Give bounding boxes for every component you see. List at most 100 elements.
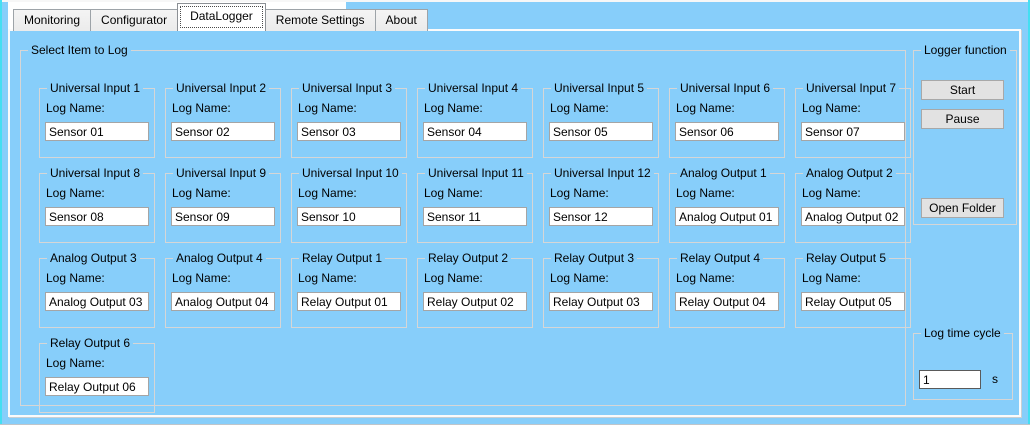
tab-label: About <box>385 13 417 27</box>
log-name-input-analog-output-3[interactable] <box>45 292 149 311</box>
log-name-label: Log Name: <box>424 186 483 200</box>
log-item-title: Universal Input 11 <box>425 166 527 180</box>
log-item-universal-input-11: Universal Input 11 Log Name: <box>417 166 533 243</box>
pause-button[interactable]: Pause <box>921 109 1004 129</box>
log-item-title: Relay Output 4 <box>677 251 764 265</box>
log-name-label: Log Name: <box>550 101 609 115</box>
log-name-label: Log Name: <box>676 101 735 115</box>
log-name-label: Log Name: <box>46 271 105 285</box>
log-item-title: Universal Input 5 <box>551 81 648 95</box>
log-name-label: Log Name: <box>550 186 609 200</box>
log-item-relay-output-3: Relay Output 3 Log Name: <box>543 251 659 328</box>
logger-function-group: Logger function Start Pause Open Folder <box>913 43 1017 225</box>
log-name-input-relay-output-3[interactable] <box>549 292 653 311</box>
log-name-label: Log Name: <box>298 186 357 200</box>
log-name-input-relay-output-5[interactable] <box>801 292 905 311</box>
log-time-cycle-unit: s <box>992 372 998 386</box>
log-name-input-universal-input-7[interactable] <box>801 122 905 141</box>
log-item-title: Universal Input 2 <box>173 81 270 95</box>
tab-monitoring[interactable]: Monitoring <box>13 9 92 31</box>
select-item-to-log-group: Select Item to Log Universal Input 1 Log… <box>20 43 911 413</box>
log-item-title: Universal Input 9 <box>173 166 270 180</box>
log-name-label: Log Name: <box>46 101 105 115</box>
log-name-input-analog-output-4[interactable] <box>171 292 275 311</box>
log-item-title: Relay Output 6 <box>47 336 134 350</box>
log-item-relay-output-5: Relay Output 5 Log Name: <box>795 251 911 328</box>
log-item-universal-input-9: Universal Input 9 Log Name: <box>165 166 281 243</box>
log-name-label: Log Name: <box>676 186 735 200</box>
log-name-label: Log Name: <box>172 186 231 200</box>
log-name-input-universal-input-9[interactable] <box>171 207 275 226</box>
log-name-input-universal-input-11[interactable] <box>423 207 527 226</box>
log-name-input-universal-input-1[interactable] <box>45 122 149 141</box>
log-name-input-universal-input-4[interactable] <box>423 122 527 141</box>
log-name-label: Log Name: <box>46 356 105 370</box>
tab-about[interactable]: About <box>374 9 428 31</box>
log-item-title: Universal Input 4 <box>425 81 522 95</box>
datalogger-tab-page: Select Item to Log Universal Input 1 Log… <box>8 29 1021 417</box>
log-name-label: Log Name: <box>802 271 861 285</box>
tab-label: Configurator <box>101 13 168 27</box>
log-name-label: Log Name: <box>298 271 357 285</box>
log-name-input-universal-input-10[interactable] <box>297 207 401 226</box>
tab-label: Monitoring <box>24 13 81 27</box>
log-name-label: Log Name: <box>172 271 231 285</box>
log-item-relay-output-1: Relay Output 1 Log Name: <box>291 251 407 328</box>
log-item-universal-input-10: Universal Input 10 Log Name: <box>291 166 407 243</box>
log-name-input-universal-input-12[interactable] <box>549 207 653 226</box>
log-name-label: Log Name: <box>802 186 861 200</box>
start-button[interactable]: Start <box>921 80 1004 100</box>
tab-remote-settings[interactable]: Remote Settings <box>264 9 376 31</box>
log-item-title: Universal Input 1 <box>47 81 144 95</box>
log-item-universal-input-6: Universal Input 6 Log Name: <box>669 81 785 158</box>
select-group-title: Select Item to Log <box>28 43 131 57</box>
log-name-input-universal-input-8[interactable] <box>45 207 149 226</box>
log-item-relay-output-6: Relay Output 6 Log Name: <box>39 336 155 413</box>
tab-datalogger[interactable]: DataLogger <box>177 3 266 31</box>
log-item-universal-input-4: Universal Input 4 Log Name: <box>417 81 533 158</box>
log-time-cycle-group: Log time cycle s <box>913 326 1013 400</box>
log-name-input-universal-input-5[interactable] <box>549 122 653 141</box>
log-item-analog-output-2: Analog Output 2 Log Name: <box>795 166 911 243</box>
log-item-title: Relay Output 2 <box>425 251 512 265</box>
tab-configurator[interactable]: Configurator <box>90 9 179 31</box>
log-name-label: Log Name: <box>550 271 609 285</box>
log-name-label: Log Name: <box>298 101 357 115</box>
log-name-input-universal-input-2[interactable] <box>171 122 275 141</box>
log-name-input-relay-output-2[interactable] <box>423 292 527 311</box>
tab-label: Remote Settings <box>275 13 365 27</box>
log-name-input-universal-input-3[interactable] <box>297 122 401 141</box>
log-item-title: Relay Output 1 <box>299 251 386 265</box>
log-name-input-relay-output-1[interactable] <box>297 292 401 311</box>
log-item-analog-output-1: Analog Output 1 Log Name: <box>669 166 785 243</box>
log-name-label: Log Name: <box>424 101 483 115</box>
log-item-title: Relay Output 5 <box>803 251 890 265</box>
log-item-analog-output-3: Analog Output 3 Log Name: <box>39 251 155 328</box>
open-folder-button[interactable]: Open Folder <box>921 198 1004 218</box>
log-item-universal-input-2: Universal Input 2 Log Name: <box>165 81 281 158</box>
logger-function-title: Logger function <box>921 43 1010 57</box>
log-name-label: Log Name: <box>676 271 735 285</box>
log-time-cycle-input[interactable] <box>919 370 981 389</box>
log-name-label: Log Name: <box>172 101 231 115</box>
log-name-input-analog-output-1[interactable] <box>675 207 779 226</box>
log-item-relay-output-4: Relay Output 4 Log Name: <box>669 251 785 328</box>
log-item-title: Universal Input 10 <box>299 166 402 180</box>
log-name-input-relay-output-6[interactable] <box>45 377 149 396</box>
window-left-edge <box>0 0 2 425</box>
log-item-universal-input-5: Universal Input 5 Log Name: <box>543 81 659 158</box>
log-item-relay-output-2: Relay Output 2 Log Name: <box>417 251 533 328</box>
log-name-label: Log Name: <box>424 271 483 285</box>
log-name-label: Log Name: <box>802 101 861 115</box>
log-name-input-universal-input-6[interactable] <box>675 122 779 141</box>
tab-label: DataLogger <box>190 9 253 23</box>
log-item-universal-input-1: Universal Input 1 Log Name: <box>39 81 155 158</box>
log-name-label: Log Name: <box>46 186 105 200</box>
log-item-title: Universal Input 8 <box>47 166 144 180</box>
window-right-edge <box>1028 0 1030 425</box>
log-item-title: Relay Output 3 <box>551 251 638 265</box>
log-name-input-relay-output-4[interactable] <box>675 292 779 311</box>
log-item-title: Universal Input 12 <box>551 166 654 180</box>
log-name-input-analog-output-2[interactable] <box>801 207 905 226</box>
